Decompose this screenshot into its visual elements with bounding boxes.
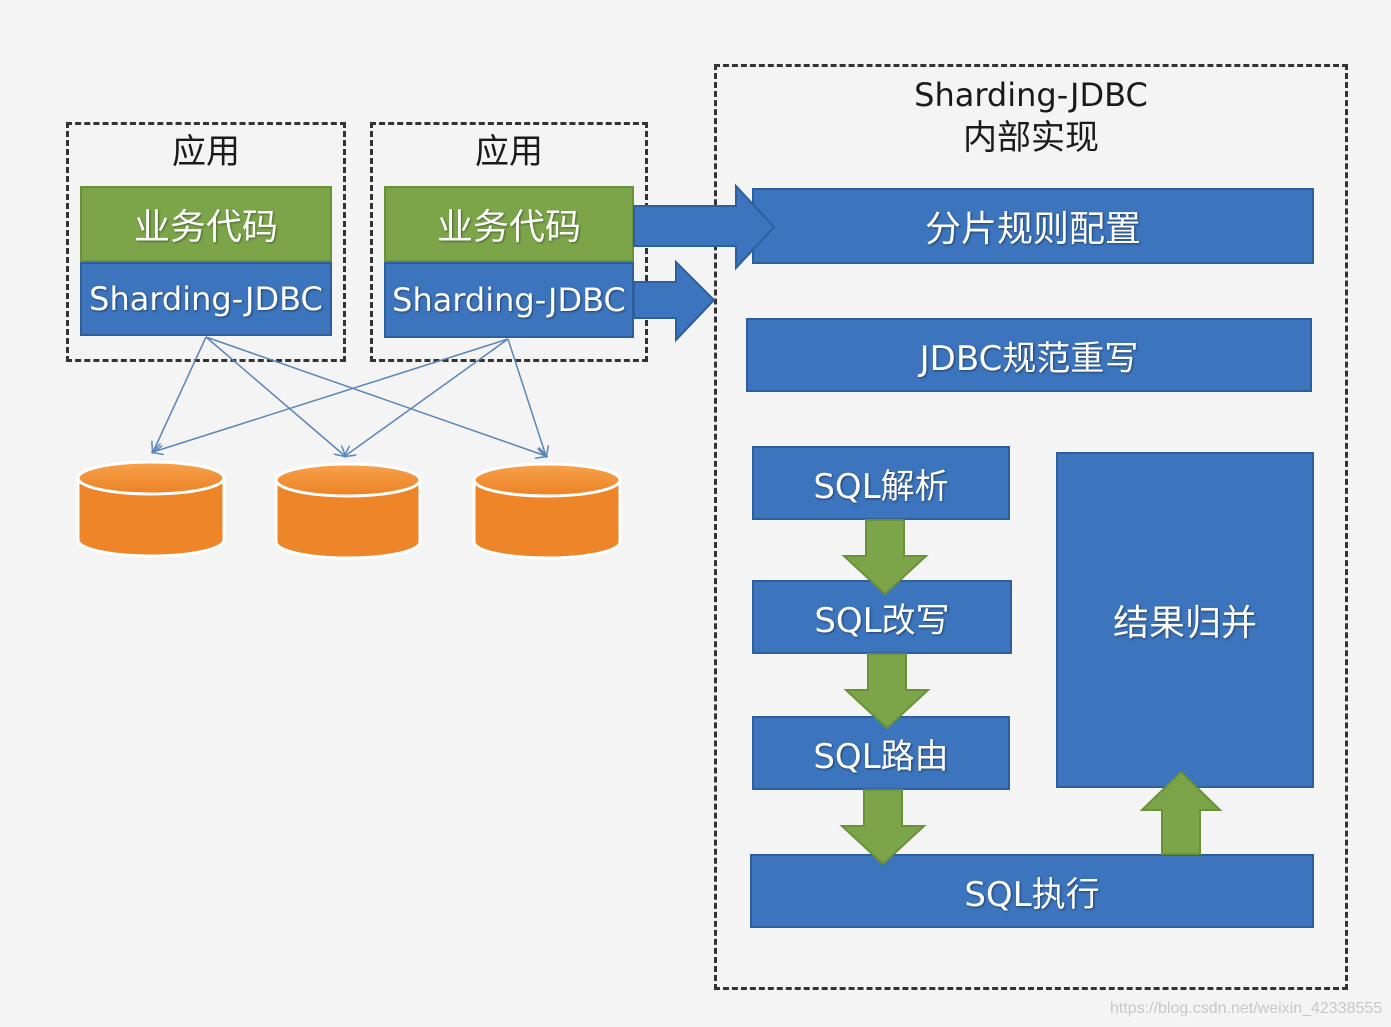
connector-app2-db2 <box>345 338 509 456</box>
business-code-box-1: 业务代码 <box>80 186 332 262</box>
shard-rules-box: 分片规则配置 <box>752 188 1314 264</box>
connector-app1-db2 <box>205 336 345 456</box>
connector-lines <box>153 336 546 456</box>
sharding-jdbc-box-2: Sharding-JDBC <box>384 262 634 338</box>
business-code-box-2: 业务代码 <box>384 186 634 262</box>
arrow-business-to-shard-rules <box>633 183 776 271</box>
arrow-parse-to-rewrite <box>841 519 929 596</box>
jdbc-rewrite-box: JDBC规范重写 <box>746 318 1312 392</box>
arrow-route-to-execute <box>839 789 927 866</box>
arrow-execute-to-merge <box>1139 770 1223 855</box>
watermark: https://blog.csdn.net/weixin_42338555 <box>1110 1000 1383 1017</box>
app-title-1: 应用 <box>172 132 240 172</box>
database-icon-2 <box>274 462 422 560</box>
arrow-rewrite-to-route <box>843 653 931 730</box>
connector-app2-db3 <box>507 338 546 456</box>
database-icon-1 <box>76 460 226 558</box>
arrow-jdbc-to-internal <box>633 259 716 343</box>
database-icon-3 <box>472 462 622 560</box>
app-container-1 <box>66 122 346 362</box>
internal-impl-title-line2: 内部实现 <box>963 118 1099 158</box>
internal-impl-container <box>714 64 1348 990</box>
result-merge-box: 结果归并 <box>1056 452 1314 788</box>
app-title-2: 应用 <box>475 132 543 172</box>
connector-app1-db1 <box>153 336 207 452</box>
internal-impl-title-line1: Sharding-JDBC <box>914 76 1148 114</box>
connector-app2-db1 <box>153 338 509 452</box>
connector-app1-db3 <box>205 336 546 456</box>
sql-execute-box: SQL执行 <box>750 854 1314 928</box>
sharding-jdbc-box-1: Sharding-JDBC <box>80 262 332 336</box>
